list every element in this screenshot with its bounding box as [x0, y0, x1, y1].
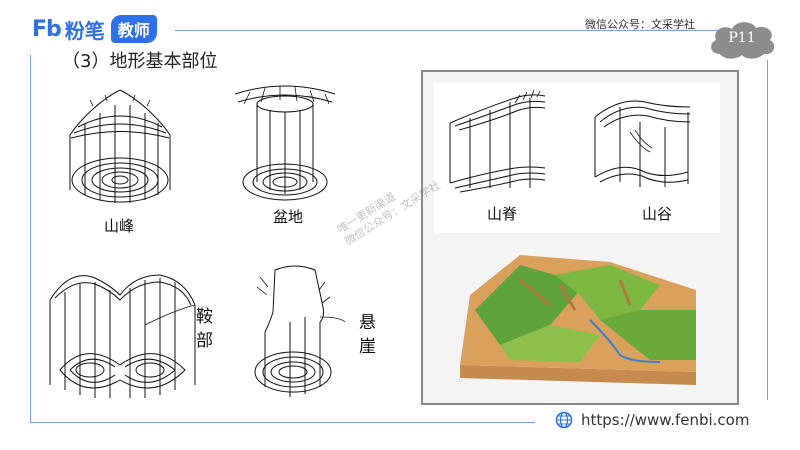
cliff-label-1: 悬 — [359, 313, 376, 333]
ridge-diagram — [445, 88, 560, 198]
frame-left-line — [30, 55, 31, 423]
ridge-label: 山脊 — [487, 205, 518, 223]
valley-label: 山谷 — [642, 205, 673, 223]
saddle-label-2: 部 — [196, 331, 213, 351]
basin-label: 盆地 — [273, 208, 304, 226]
slide-title: （3）地形基本部位 — [62, 51, 218, 72]
logo-name: 粉笔 — [64, 18, 105, 43]
saddle-diagram — [45, 270, 200, 405]
globe-icon — [555, 411, 573, 429]
logo-mark: Fb — [32, 16, 62, 42]
logo-badge: 教师 — [110, 15, 157, 43]
frame-right-line — [767, 60, 768, 400]
frame-bottom-line — [30, 422, 535, 423]
footer-url[interactable]: https://www.fenbi.com — [581, 411, 750, 429]
saddle-label-1: 鞍 — [196, 307, 213, 327]
footer-link[interactable]: https://www.fenbi.com — [555, 411, 749, 429]
header-divider — [175, 30, 740, 31]
basin-diagram — [230, 82, 340, 207]
cliff-label-2: 崖 — [359, 337, 376, 357]
page-number: P11 — [728, 30, 756, 46]
terrain-model — [460, 255, 696, 385]
page-number-cloud — [711, 22, 775, 59]
wechat-note: 微信公众号：文采学社 — [585, 18, 695, 31]
cliff-diagram — [245, 262, 345, 407]
ridge-valley-panel — [434, 83, 720, 233]
peak-diagram — [60, 85, 180, 215]
fenbi-logo: Fb 粉笔 教师 — [32, 15, 157, 43]
peak-label: 山峰 — [104, 217, 135, 235]
valley-diagram — [590, 92, 705, 202]
